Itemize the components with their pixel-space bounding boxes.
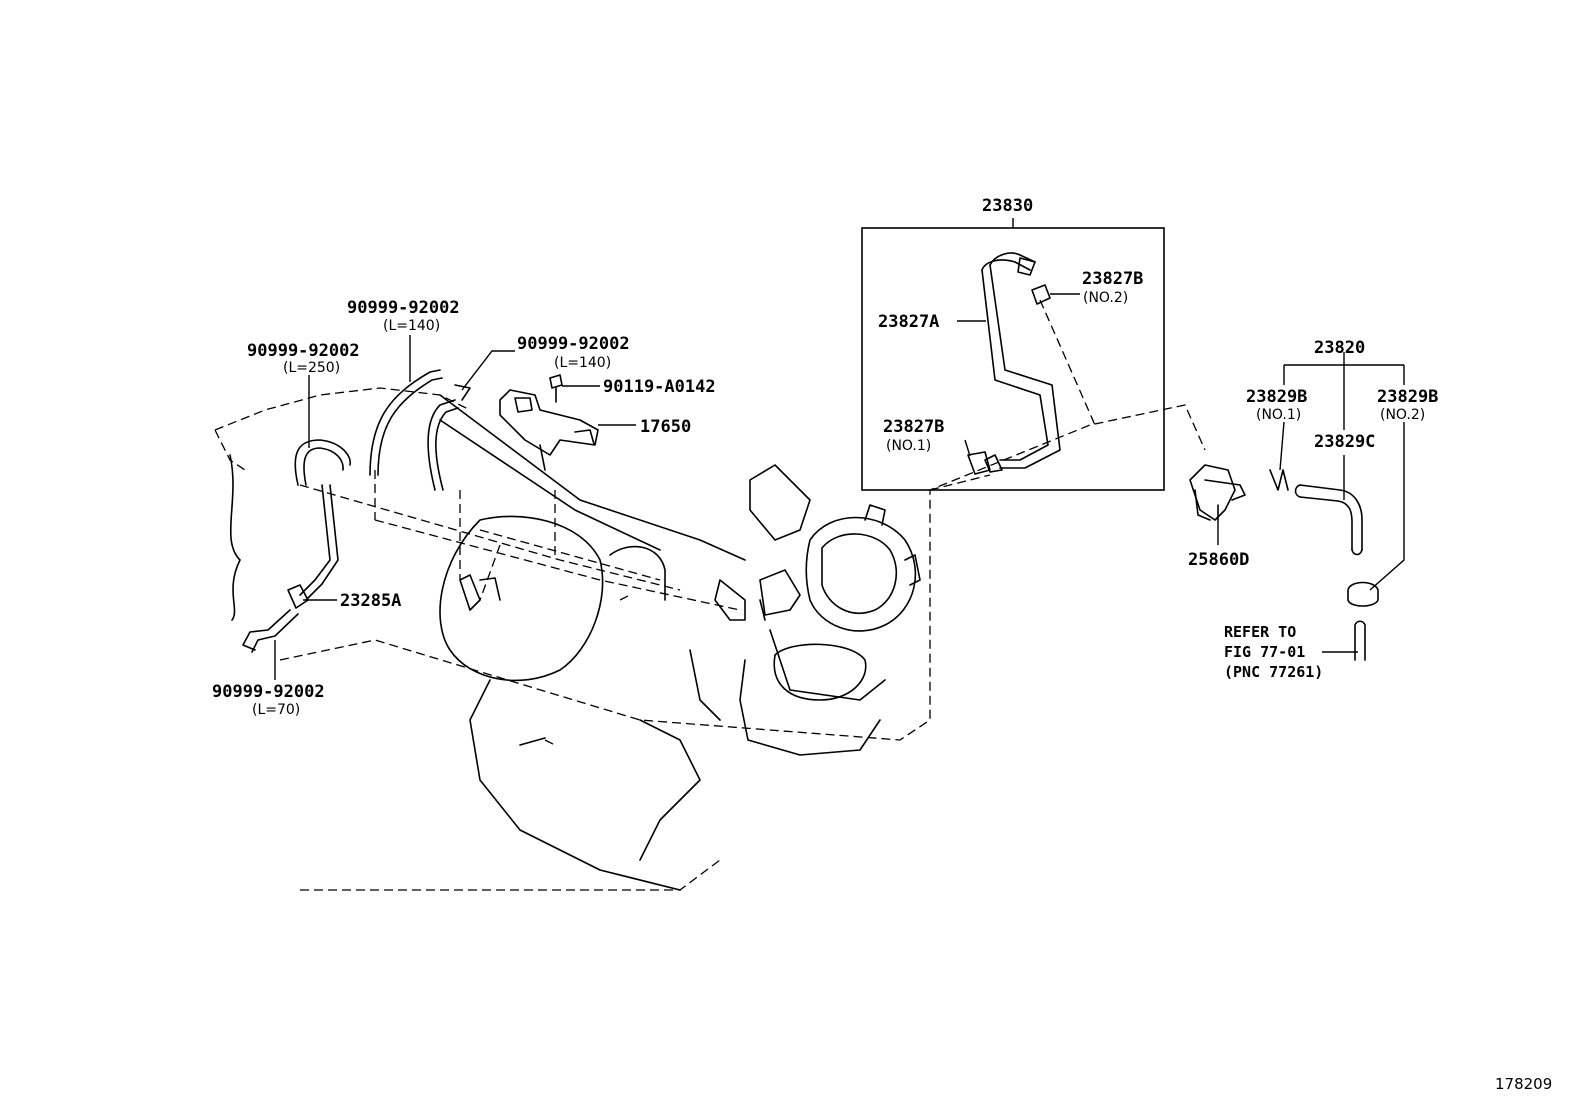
label-hose-70-sub: (L=70) xyxy=(252,702,300,718)
label-23827a: 23827A xyxy=(878,312,939,332)
label-hose-70: 90999-92002 xyxy=(212,682,325,702)
clip-23827b-no1 xyxy=(967,451,991,475)
hose-140-a xyxy=(369,369,443,476)
label-23820: 23820 xyxy=(1314,338,1365,358)
refer-line-2: FIG 77-01 xyxy=(1224,643,1305,661)
label-25860d: 25860D xyxy=(1188,550,1249,570)
engine-block xyxy=(229,394,921,891)
label-23827b-no1-sub: (NO.1) xyxy=(886,438,931,454)
label-hose-250: 90999-92002 xyxy=(247,341,360,361)
hose-250 xyxy=(294,439,351,601)
label-23827b-no2: 23827B xyxy=(1082,269,1143,289)
label-23827b-no1: 23827B xyxy=(883,417,944,437)
pipe-refer xyxy=(1354,620,1366,661)
refer-line-3: (PNC 77261) xyxy=(1224,663,1323,681)
label-23829b-no2: 23829B xyxy=(1377,387,1438,407)
figure-number: 178209 xyxy=(1495,1075,1552,1093)
label-23829b-no1-sub: (NO.1) xyxy=(1256,407,1301,423)
clip-23829b-no2 xyxy=(1347,581,1379,607)
clip-23829b-no1 xyxy=(1269,469,1289,491)
label-hose-250-sub: (L=250) xyxy=(283,360,340,376)
label-23285a: 23285A xyxy=(340,591,401,611)
label-23827b-no2-sub: (NO.2) xyxy=(1083,290,1128,306)
label-23829b-no1: 23829B xyxy=(1246,387,1307,407)
valve-25860d xyxy=(1189,464,1246,521)
label-bolt-90119: 90119-A0142 xyxy=(603,377,716,397)
vsv-17650 xyxy=(499,374,599,471)
label-hose-140-a: 90999-92002 xyxy=(347,298,460,318)
leader-lines xyxy=(274,218,1405,680)
label-23829c: 23829C xyxy=(1314,432,1375,452)
hose-23827a xyxy=(981,252,1061,473)
hose-140-b xyxy=(427,384,471,491)
refer-line-1: REFER TO xyxy=(1224,623,1296,641)
hose-23829c xyxy=(1294,484,1363,556)
label-23829b-no2-sub: (NO.2) xyxy=(1380,407,1425,423)
clip-23827b-no2 xyxy=(1031,284,1051,305)
label-17650: 17650 xyxy=(640,417,691,437)
label-hose-140-b: 90999-92002 xyxy=(517,334,630,354)
label-hose-140-b-sub: (L=140) xyxy=(554,355,611,371)
label-23830: 23830 xyxy=(982,196,1033,216)
labels: 23830 23827B (NO.2) 23827A 23827B (NO.1)… xyxy=(212,196,1552,1093)
label-hose-140-a-sub: (L=140) xyxy=(383,318,440,334)
